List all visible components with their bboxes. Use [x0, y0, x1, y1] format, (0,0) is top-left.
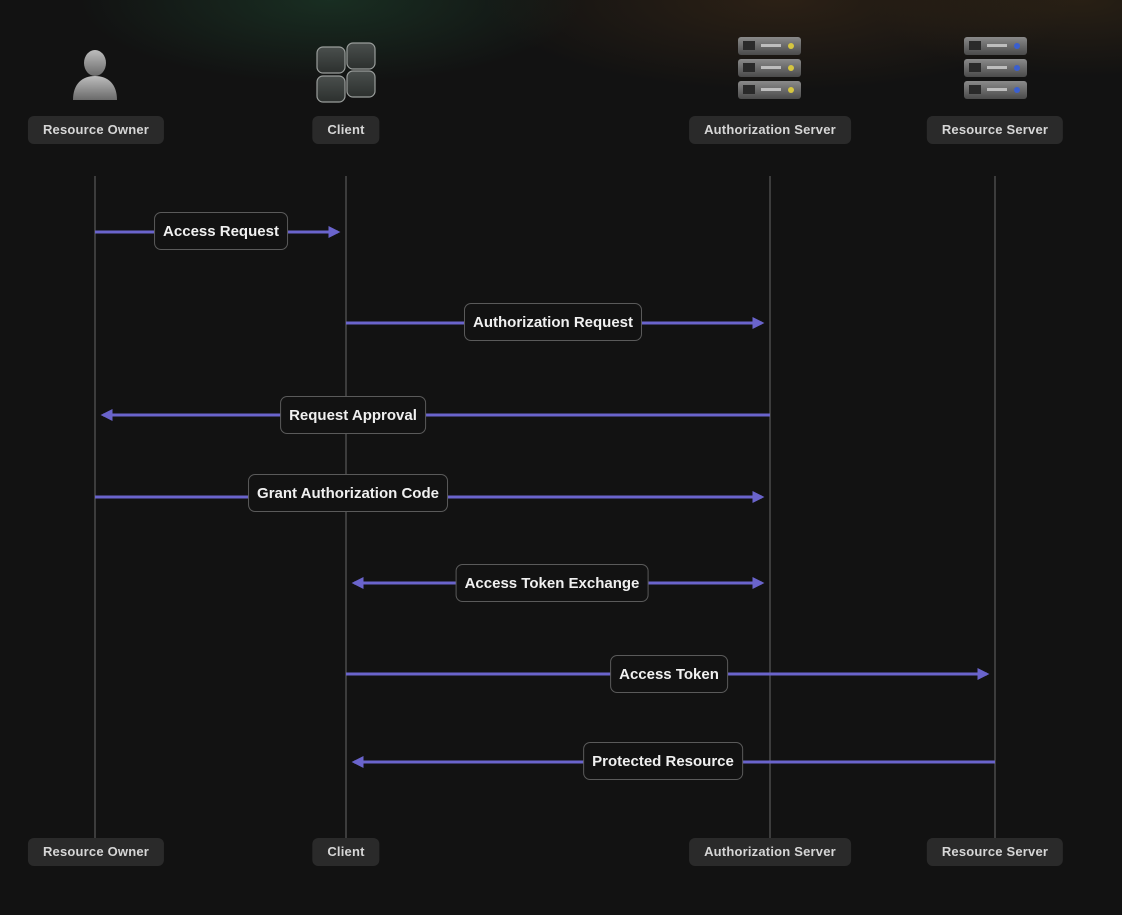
person-icon — [73, 50, 117, 100]
participant-footer-resource-server: Resource Server — [926, 838, 1064, 866]
participant-label-authorization-server: Authorization Server — [689, 116, 851, 144]
participant-footer-authorization-server: Authorization Server — [689, 838, 851, 866]
message-label-access-token: Access Token — [610, 655, 728, 693]
message-label-grant-authorization-code: Grant Authorization Code — [248, 474, 448, 512]
app-tiles-icon — [316, 42, 376, 103]
server-rack-icon — [738, 37, 801, 99]
message-label-access-request: Access Request — [154, 212, 288, 250]
participant-footer-resource-owner: Resource Owner — [27, 838, 165, 866]
message-label-authorization-request: Authorization Request — [464, 303, 642, 341]
participant-footer-client: Client — [312, 838, 380, 866]
message-label-access-token-exchange: Access Token Exchange — [455, 564, 649, 602]
message-label-protected-resource: Protected Resource — [583, 742, 743, 780]
participant-label-client: Client — [312, 116, 380, 144]
participant-label-resource-owner: Resource Owner — [27, 116, 165, 144]
server-rack-icon — [964, 37, 1027, 99]
participant-label-resource-server: Resource Server — [926, 116, 1064, 144]
message-label-request-approval: Request Approval — [280, 396, 426, 434]
